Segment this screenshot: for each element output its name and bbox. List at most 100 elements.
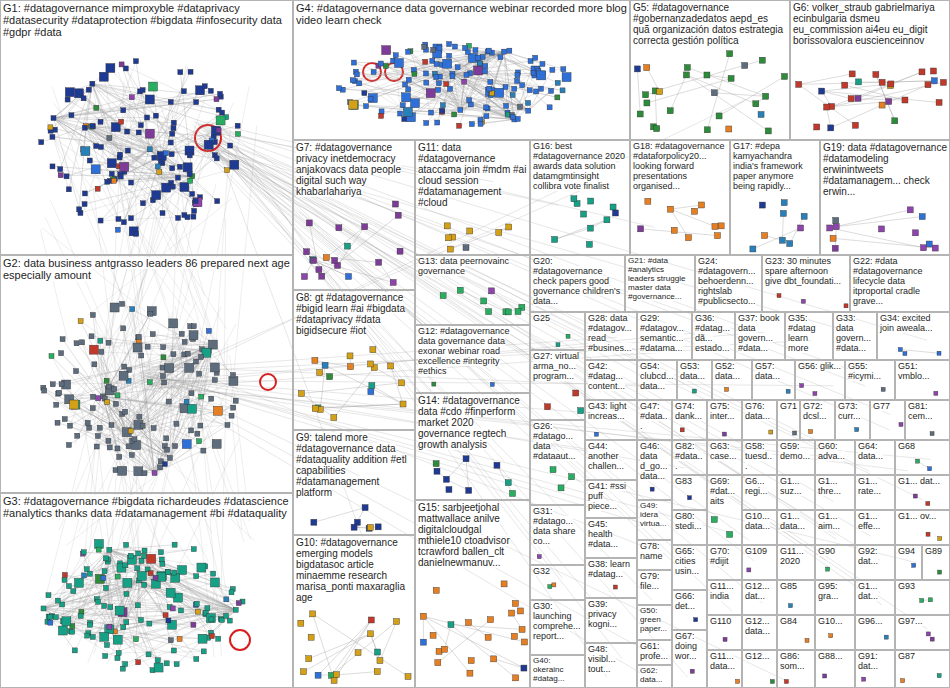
vertex-icon — [645, 198, 651, 204]
vertex-icon — [81, 96, 86, 101]
vertex-icon — [445, 235, 451, 241]
link-line — [149, 610, 235, 624]
vertex-icon — [160, 211, 165, 216]
vertex-icon — [403, 108, 412, 117]
group-box: G1: #datagovernance mimproxyble #datapri… — [0, 0, 293, 255]
link-line — [514, 91, 551, 120]
vertex-icon — [728, 75, 734, 81]
vertex-icon — [561, 67, 566, 72]
vertex-icon — [443, 59, 452, 68]
group-label-block: G46: data d_go... data... — [638, 441, 671, 483]
link-line — [97, 380, 215, 447]
vertex-icon — [133, 59, 138, 64]
link-line — [103, 396, 199, 441]
vertex-icon — [230, 160, 239, 169]
vertex-icon — [457, 287, 463, 293]
link-line — [103, 396, 119, 456]
group-label: G1... dat... — [898, 476, 940, 486]
link-line — [60, 169, 110, 181]
link-line — [124, 87, 209, 338]
group-label: G37: book data govern... #data... — [738, 313, 780, 353]
vertex-icon — [547, 105, 552, 110]
link-line — [753, 228, 801, 249]
link-line — [40, 229, 68, 341]
link-line — [72, 561, 141, 626]
vertex-icon — [527, 88, 532, 93]
link-line — [211, 138, 845, 455]
vertex-icon — [610, 204, 616, 210]
vertex-icon — [437, 46, 442, 51]
group-label: G54: clubcd... data... — [640, 361, 674, 391]
vertex-icon — [368, 97, 373, 102]
group-label-block: G75: inter... — [708, 401, 741, 423]
group-label-block: G1... dat... — [896, 476, 949, 488]
link-line — [209, 351, 233, 375]
group-label-block: G7: #datagovernance privacy inetdemocrac… — [294, 141, 414, 198]
vertex-icon — [726, 126, 732, 132]
vertex-icon — [488, 80, 493, 85]
group-label: G46: data d_go... data... — [640, 441, 668, 481]
vertex-icon — [538, 86, 543, 91]
link-line — [155, 397, 202, 473]
link-line — [374, 368, 401, 383]
group-box: G74: dank... — [672, 400, 707, 440]
vertex-icon — [214, 156, 219, 161]
group-label-block: G17: #depa kamyachandra india's framewor… — [731, 141, 819, 192]
vertex-icon — [112, 386, 117, 391]
group-box: G59: demo... — [777, 440, 815, 475]
link-line — [216, 143, 880, 593]
link-line — [100, 341, 103, 397]
group-box: G25 — [530, 312, 585, 350]
vertex-icon — [399, 380, 405, 386]
link-line — [127, 335, 194, 432]
link-line — [315, 360, 403, 404]
link-line — [136, 156, 162, 234]
link-line — [139, 351, 208, 417]
vertex-icon — [162, 462, 167, 467]
vertex-icon — [637, 111, 643, 117]
link-line — [53, 97, 131, 118]
vertex-icon — [191, 324, 196, 329]
group-label: G28: data #datagov... read #busines... — [588, 313, 632, 353]
vertex-icon — [852, 122, 858, 128]
vertex-icon — [434, 468, 440, 474]
group-label: G12: #datagovernance data governance dat… — [418, 326, 510, 376]
group-label-block: G6... regi... — [743, 476, 776, 498]
group-box: G44: another challen... — [585, 440, 637, 480]
link-line — [350, 52, 504, 103]
vertex-icon — [152, 155, 157, 160]
vertex-icon — [881, 387, 885, 391]
vertex-icon — [448, 86, 453, 91]
vertex-icon — [436, 87, 441, 92]
vertex-icon — [510, 114, 515, 119]
group-box: G72: dcsl... — [800, 400, 835, 440]
group-label-block: G23: 30 minutes spare afternoon give dbt… — [763, 256, 849, 288]
vertex-icon — [218, 91, 223, 96]
link-line — [86, 126, 128, 150]
vertex-icon — [912, 230, 918, 236]
vertex-icon — [208, 88, 213, 93]
vertex-icon — [699, 202, 705, 208]
link-line — [207, 140, 757, 452]
vertex-icon — [105, 400, 110, 405]
vertex-icon — [368, 94, 377, 103]
vertex-icon — [526, 100, 531, 105]
link-line — [101, 352, 201, 357]
group-label: G21: #data #analytics leaders struggle m… — [628, 256, 686, 301]
group-box: G12: #datagovernance data governance dat… — [415, 325, 530, 393]
vertex-icon — [66, 187, 71, 192]
link-line — [74, 405, 170, 458]
vertex-icon — [781, 200, 787, 206]
group-label: G51: vmblo... — [898, 361, 930, 381]
vertex-icon — [379, 113, 384, 118]
vertex-icon — [930, 68, 936, 74]
group-label: G1... rate... — [858, 476, 881, 496]
vertex-icon — [711, 517, 717, 523]
link-line — [98, 149, 150, 188]
vertex-icon — [92, 362, 97, 367]
link-line — [832, 72, 922, 107]
vertex-icon — [173, 444, 178, 449]
group-label-block: G28: data #datagov... read #busines... — [586, 313, 636, 355]
vertex-icon — [902, 97, 908, 103]
group-label-block: G47: #data... — [638, 401, 671, 433]
